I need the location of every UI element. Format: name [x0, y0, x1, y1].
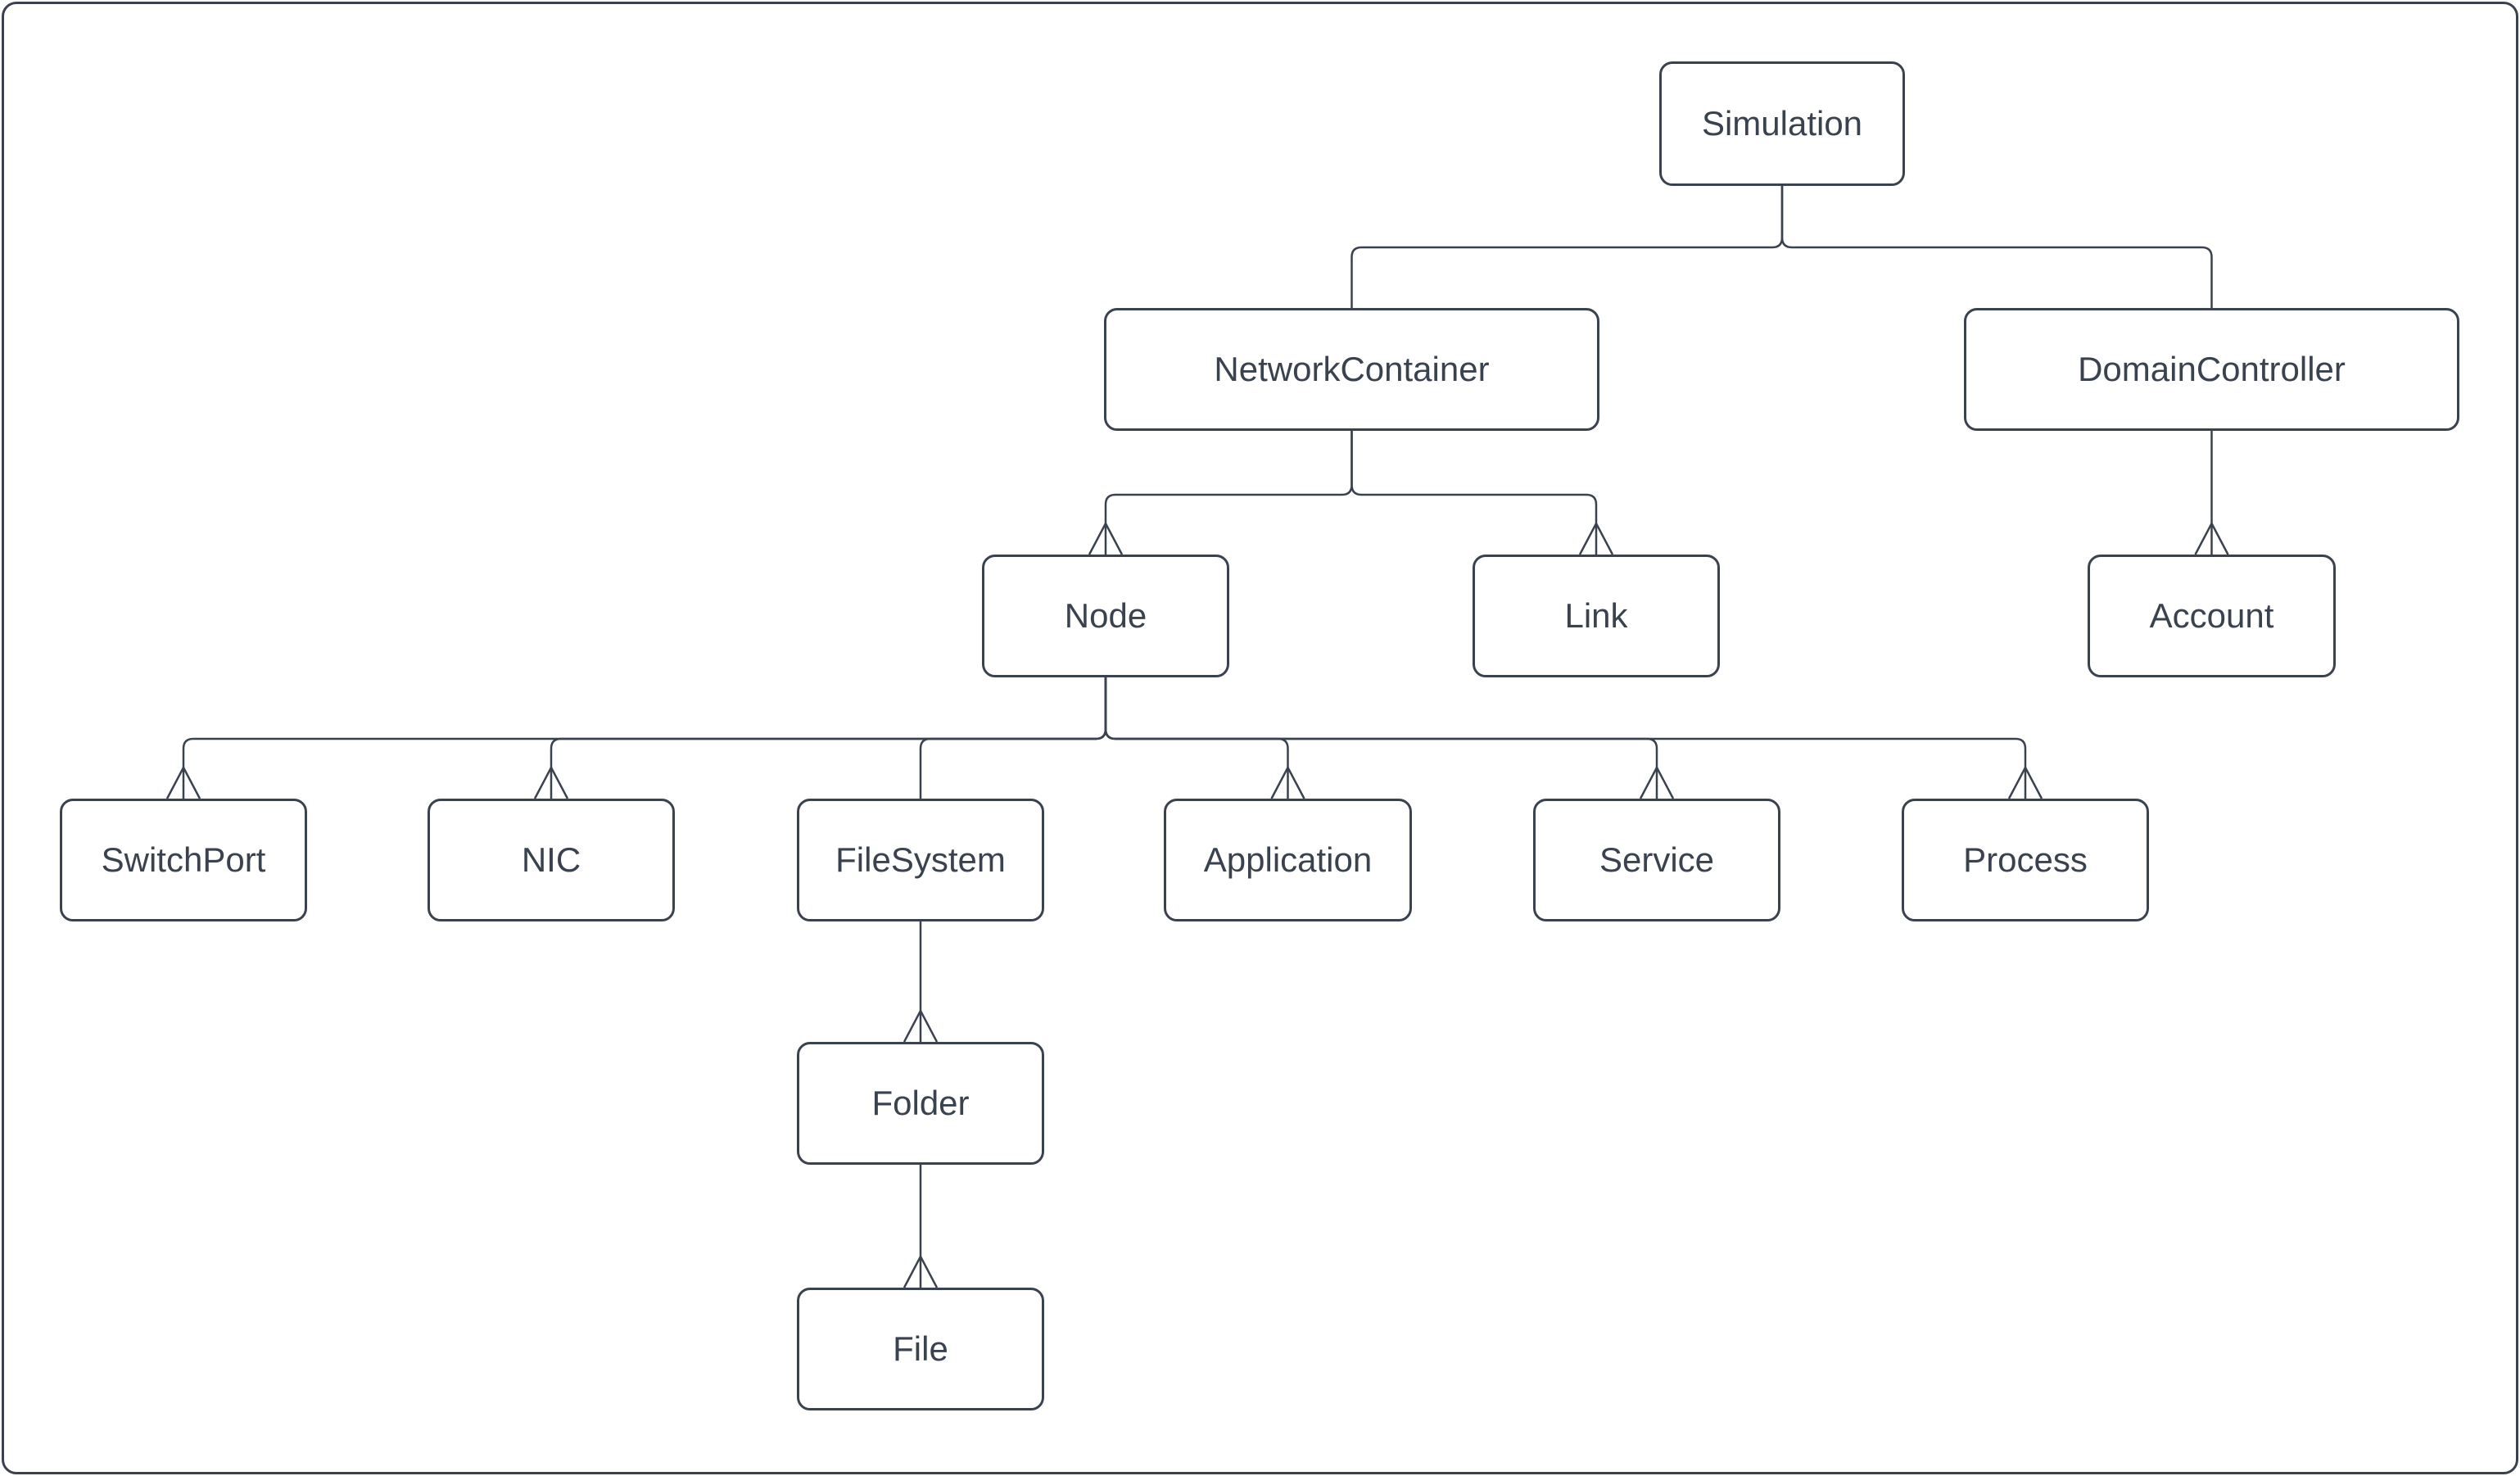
node-switch-port: SwitchPort — [60, 799, 307, 921]
node-simulation: Simulation — [1659, 61, 1905, 186]
chevron-arrowhead-switch-port — [165, 765, 201, 799]
node-nic: NIC — [428, 799, 675, 921]
node-label: Account — [2149, 596, 2274, 635]
node-file: File — [797, 1288, 1044, 1410]
node-label: Node — [1064, 596, 1147, 635]
chevron-arrowhead-folder — [903, 1008, 939, 1043]
edge-simulation--network-container — [1350, 186, 1784, 308]
node-label: Application — [1203, 840, 1373, 879]
chevron-arrowhead-process — [2007, 765, 2043, 799]
node-process: Process — [1902, 799, 2149, 921]
chevron-arrowhead-application — [1270, 765, 1305, 799]
node-label: Process — [1963, 840, 2088, 879]
edge-node--file-system — [919, 677, 1107, 799]
chevron-arrowhead-link — [1578, 521, 1614, 555]
edge-node--process — [1104, 677, 2027, 799]
node-label: Service — [1599, 840, 1715, 879]
node-application: Application — [1164, 799, 1412, 921]
node-label: Folder — [871, 1084, 970, 1122]
edge-network-container--link — [1350, 431, 1598, 555]
edge-simulation--domain-controller — [1780, 186, 2213, 308]
node-label: NetworkContainer — [1214, 350, 1490, 388]
chevron-arrowhead-service — [1639, 765, 1675, 799]
node-file-system: FileSystem — [797, 799, 1044, 921]
node-link: Link — [1473, 555, 1720, 677]
node-domain-controller: DomainController — [1964, 308, 2459, 431]
node-folder: Folder — [797, 1042, 1044, 1165]
node-network-container: NetworkContainer — [1104, 308, 1599, 431]
node-service: Service — [1533, 799, 1780, 921]
node-label: Link — [1564, 596, 1628, 635]
node-label: File — [893, 1329, 948, 1368]
node-label: FileSystem — [835, 840, 1006, 879]
node-label: Simulation — [1701, 104, 1863, 143]
node-account: Account — [2088, 555, 2336, 677]
chevron-arrowhead-nic — [533, 765, 569, 799]
node-node: Node — [982, 555, 1229, 677]
chevron-arrowhead-account — [2194, 521, 2229, 555]
node-label: DomainController — [2078, 350, 2346, 388]
node-label: SwitchPort — [101, 840, 266, 879]
chevron-arrowhead-file — [903, 1254, 939, 1288]
node-label: NIC — [521, 840, 581, 879]
chevron-arrowhead-node — [1088, 521, 1124, 555]
edge-network-container--node — [1104, 431, 1353, 555]
